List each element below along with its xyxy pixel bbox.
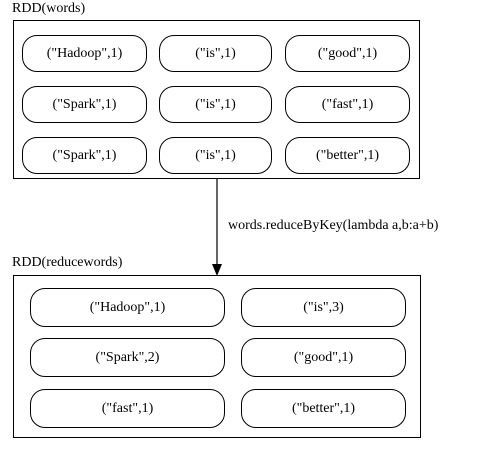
rdd-reducewords-item: ("good",1) — [241, 338, 406, 377]
rdd-words-title: RDD(words) — [12, 1, 86, 16]
rdd-reducewords-item: ("Spark",2) — [30, 338, 225, 377]
transformation-label: words.reduceByKey(lambda a,b:a+b) — [228, 218, 439, 233]
rdd-words-item: ("Spark",1) — [22, 137, 147, 174]
rdd-reducewords-title: RDD(reducewords) — [12, 255, 123, 270]
rdd-words-item: ("good",1) — [285, 35, 410, 72]
rdd-words-item: ("Hadoop",1) — [22, 35, 147, 72]
rdd-words-item: ("Spark",1) — [22, 86, 147, 123]
rdd-words-item: ("is",1) — [159, 86, 272, 123]
rdd-words-item: ("is",1) — [159, 35, 272, 72]
rdd-reducewords-item: ("fast",1) — [30, 389, 225, 428]
rdd-words-item: ("better",1) — [285, 137, 410, 174]
rdd-reducewords-item: ("Hadoop",1) — [30, 288, 225, 327]
rdd-words-item: ("is",1) — [159, 137, 272, 174]
rdd-reducewords-item: ("is",3) — [241, 288, 406, 327]
rdd-words-item: ("fast",1) — [285, 86, 410, 123]
rdd-reducewords-item: ("better",1) — [241, 389, 406, 428]
